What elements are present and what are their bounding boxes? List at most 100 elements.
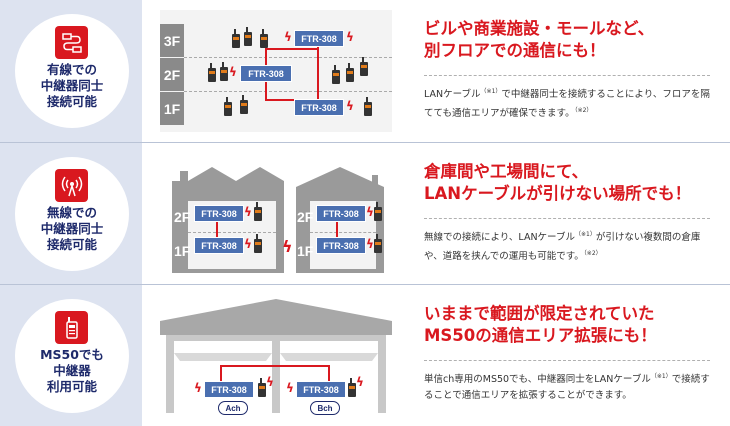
repeater-box: FTR-308: [294, 99, 344, 116]
desc-text: 無線での接続により、LANケーブル: [424, 232, 575, 243]
signal-bolt-icon: ϟ: [346, 30, 354, 44]
mall-building: [160, 299, 392, 413]
lan-cable-line: [265, 48, 319, 50]
label-line: 中継器同士: [40, 78, 104, 93]
feature-label-text: 無線での 中継器同士 接続可能: [15, 205, 129, 253]
floor-label: 2F: [297, 209, 314, 225]
feature-title: いままで範囲が限定されていた MS50の通信エリア拡張にも！: [424, 303, 724, 347]
title-line: ビルや商業施設・モールなど、: [424, 19, 655, 38]
lan-cable-line: [328, 365, 330, 383]
label-line: 利用可能: [46, 379, 97, 394]
radio-icon: [364, 97, 372, 116]
signal-bolt-icon: ϟ: [286, 381, 294, 395]
radio-icon: [360, 57, 368, 76]
signal-bolt-icon: ϟ: [194, 381, 202, 395]
label-line: 中継器: [53, 363, 91, 378]
floor-label: 3F: [160, 24, 184, 57]
signal-bolt-icon: ϟ: [366, 237, 374, 251]
feature-label-circle: 無線での 中継器同士 接続可能: [15, 157, 129, 271]
footnote-mark: （※1）: [574, 231, 596, 238]
row-divider: [0, 142, 730, 143]
feature-row-wireless: 無線での 中継器同士 接続可能 2F 1F 2F 1F FTR-308 FTR-…: [0, 143, 730, 284]
feature-description: 単信ch専用のMS50でも、中継器同士をLANケーブル（※1）で接続することで通…: [424, 369, 714, 404]
label-line: MS50でも: [40, 347, 104, 362]
label-line: 無線での: [46, 205, 97, 220]
desc-text: LANケーブル: [424, 89, 481, 100]
lan-cable-line: [265, 99, 319, 101]
repeater-box: FTR-308: [296, 381, 346, 398]
radio-icon: [332, 65, 340, 84]
signal-bolt-icon: ϟ: [346, 99, 354, 113]
radio-icon: [220, 62, 228, 81]
footnote-mark: （※2）: [583, 250, 602, 257]
radio-icon: [208, 63, 216, 82]
repeater-box: FTR-308: [240, 65, 292, 82]
radio-icon: [232, 29, 240, 48]
floor-label: 1F: [174, 243, 191, 259]
feature-title: ビルや商業施設・モールなど、 別フロアでの通信にも！: [424, 18, 724, 62]
floor-label: 2F: [160, 58, 184, 91]
floor-divider: [188, 232, 276, 233]
signal-bolt-icon: ϟ: [284, 30, 292, 44]
feature-label-circle: MS50でも 中継器 利用可能: [15, 299, 129, 413]
repeater-box: FTR-308: [204, 381, 254, 398]
label-line: 接続可能: [46, 237, 97, 252]
signal-bolt-icon: ϟ: [266, 375, 274, 389]
wired-building-illustration: 3F 2F 1F FTR-308 FTR-308 FTR-308 ϟ ϟ ϟ ϟ: [160, 10, 392, 132]
radio-icon: [260, 29, 268, 48]
footnote-mark: （※1）: [650, 373, 672, 380]
label-line: 有線での: [46, 62, 97, 77]
radio-icon: [240, 95, 248, 114]
label-line: 接続可能: [46, 94, 97, 109]
dashed-divider: [424, 360, 710, 361]
feature-label-circle: 有線での 中継器同士 接続可能: [15, 14, 129, 128]
radio-icon: [254, 202, 262, 221]
dashed-divider: [424, 75, 710, 76]
feature-label-text: 有線での 中継器同士 接続可能: [15, 62, 129, 110]
repeater-box: FTR-308: [316, 205, 366, 222]
feature-row-wired: 有線での 中継器同士 接続可能 3F 2F 1F FTR-308 FTR-308…: [0, 0, 730, 142]
row-divider: [0, 284, 730, 285]
wireless-link-bolt-icon: ϟ: [282, 237, 293, 256]
mall-storefront-illustration: FTR-308 FTR-308 ϟ ϟ ϟ ϟ Ach Bch: [160, 295, 392, 417]
title-line: MS50の通信エリア拡張にも！: [424, 326, 657, 345]
footnote-mark: （※1）: [480, 88, 502, 95]
floor-label: 1F: [297, 243, 314, 259]
lan-cable-line: [265, 80, 267, 100]
floor-divider: [184, 91, 392, 92]
radio-icon: [348, 378, 356, 397]
floor-divider: [184, 57, 392, 58]
desc-text: が引けない複数間の倉庫や、道路を挟んでの運用も可能です。: [424, 232, 701, 262]
feature-description: LANケーブル（※1）で中継器同士を接続することにより、フロアを隔てても通信エリ…: [424, 84, 714, 122]
lan-cable-line: [220, 365, 222, 383]
repeater-box: FTR-308: [294, 30, 344, 47]
floor-divider: [310, 232, 376, 233]
signal-bolt-icon: ϟ: [229, 65, 237, 79]
lan-cable-line: [220, 365, 330, 367]
title-line: 別フロアでの通信にも！: [424, 41, 606, 60]
channel-badge: Bch: [310, 401, 340, 415]
feature-title: 倉庫間や工場間にて、 LANケーブルが引けない場所でも！: [424, 161, 724, 205]
repeater-box: FTR-308: [194, 237, 244, 254]
title-line: 倉庫間や工場間にて、: [424, 162, 589, 181]
desc-text: で中継器同士を接続することにより、フロアを隔てても通信エリアが確保できます。: [424, 89, 710, 119]
label-line: 中継器同士: [40, 221, 104, 236]
title-line: LANケーブルが引けない場所でも！: [424, 184, 692, 203]
handheld-radio-icon: [55, 311, 88, 344]
lan-cable-icon: [55, 26, 88, 59]
desc-text: で接続することで通信エリアを拡張することができます。: [424, 374, 710, 401]
signal-bolt-icon: ϟ: [356, 375, 364, 389]
signal-bolt-icon: ϟ: [366, 205, 374, 219]
floor-label: 2F: [174, 209, 191, 225]
wireless-signal-icon: [55, 169, 88, 202]
floor-label: 1F: [160, 92, 184, 125]
radio-icon: [374, 202, 382, 221]
radio-icon: [224, 97, 232, 116]
dashed-divider: [424, 218, 710, 219]
radio-icon: [258, 378, 266, 397]
radio-icon: [374, 234, 382, 253]
feature-description: 無線での接続により、LANケーブル（※1）が引けない複数間の倉庫や、道路を挟んで…: [424, 227, 714, 265]
lan-cable-line: [216, 213, 218, 239]
lan-cable-line: [336, 213, 338, 239]
wireless-warehouse-illustration: 2F 1F 2F 1F FTR-308 FTR-308 FTR-308 FTR-…: [160, 153, 392, 275]
